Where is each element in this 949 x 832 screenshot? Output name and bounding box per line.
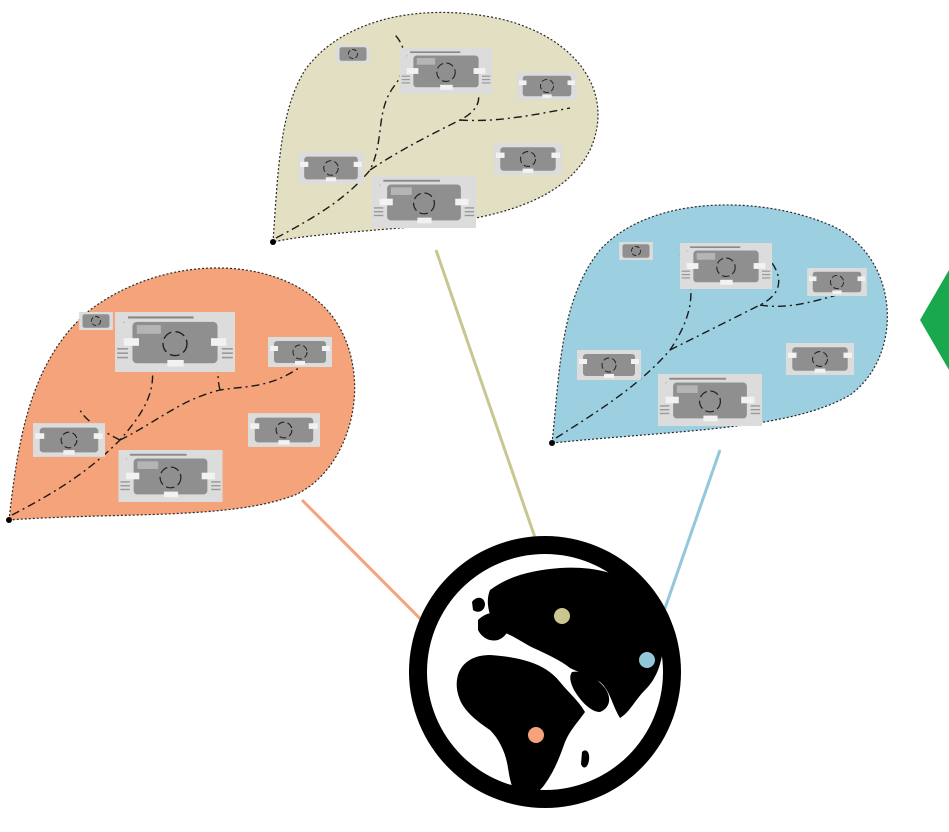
khaki-bubble-shape (272, 11, 599, 243)
orange-bubble-shape (8, 267, 356, 521)
eurasia-shape (487, 567, 664, 718)
blue-bubble (549, 204, 888, 446)
khaki-bubble (270, 11, 599, 245)
madagascar-shape (581, 750, 590, 768)
africa-shape (456, 655, 585, 799)
arabia-shape (570, 671, 610, 712)
scandinavia-shape (504, 578, 531, 605)
africa-point (528, 727, 544, 743)
dashed-tree-icon (275, 34, 571, 239)
globe-icon (409, 536, 681, 808)
europe-peninsula-shape (478, 612, 509, 641)
blue-bubble-anchor (549, 440, 555, 446)
orange-bubble-anchor (6, 517, 12, 523)
arrow-icon (920, 270, 949, 370)
orange-bubble (6, 267, 356, 523)
uk-shape (472, 597, 485, 612)
khaki-bubble-anchor (270, 239, 276, 245)
europe-point (554, 608, 570, 624)
dashed-tree-icon (11, 329, 321, 516)
east-asia-point (639, 652, 655, 668)
